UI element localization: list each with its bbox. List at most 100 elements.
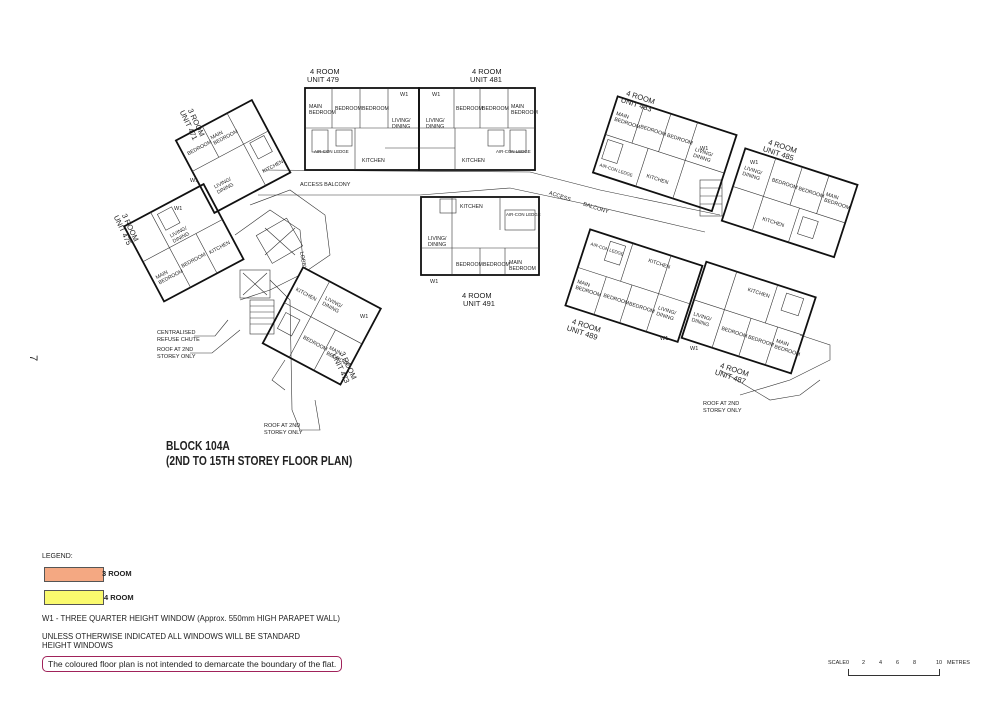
w1-label-b: W1 — [432, 92, 440, 98]
svg-text:MAIN: MAIN — [576, 279, 590, 289]
roof-note-a-line1: ROOF AT 2ND — [157, 347, 193, 353]
svg-text:AIR-CON LEDGE: AIR-CON LEDGE — [314, 149, 349, 154]
svg-text:KITCHEN: KITCHEN — [262, 159, 285, 175]
svg-text:BEDROOM: BEDROOM — [309, 110, 336, 116]
w1-label-h: W1 — [190, 178, 198, 184]
svg-text:KITCHEN: KITCHEN — [647, 258, 671, 271]
svg-text:BEDROOM: BEDROOM — [797, 186, 824, 200]
svg-text:DINING: DINING — [655, 311, 674, 322]
page-number: 7 — [27, 354, 40, 362]
svg-text:BEDROOM: BEDROOM — [302, 335, 328, 353]
unit-481-no: UNIT 481 — [470, 75, 502, 84]
svg-text:BEDROOM: BEDROOM — [181, 252, 207, 270]
svg-text:KITCHEN: KITCHEN — [761, 216, 785, 229]
lift-lobby-core — [239, 179, 723, 335]
unit-483-plan: MAIN BEDROOM BEDROOM BEDROOM LIVING/ DIN… — [591, 95, 738, 213]
svg-text:LIVING/: LIVING/ — [657, 305, 677, 317]
unit-487-plan: KITCHEN LIVING/ DINING BEDROOM BEDROOM M… — [680, 260, 817, 375]
svg-text:MAIN: MAIN — [210, 130, 224, 142]
svg-text:DINING: DINING — [691, 317, 710, 328]
svg-text:BEDROOM: BEDROOM — [771, 177, 798, 191]
svg-text:DINING: DINING — [428, 242, 446, 248]
svg-text:BEDROOM: BEDROOM — [362, 106, 389, 112]
legend-w1-note: W1 - THREE QUARTER HEIGHT WINDOW (Approx… — [42, 614, 340, 623]
unit-481-type: 4 ROOM — [472, 67, 502, 76]
svg-text:MAIN: MAIN — [511, 104, 524, 110]
lobby-label: LOBBY — [298, 251, 307, 270]
svg-text:MAIN: MAIN — [775, 338, 789, 348]
svg-text:KITCHEN: KITCHEN — [645, 173, 669, 186]
scale-label: SCALE — [828, 660, 847, 666]
legend-disclaimer: The coloured floor plan is not intended … — [42, 656, 343, 672]
unit-479-plan: MAIN BEDROOM BEDROOM BEDROOM LIVING/ DIN… — [304, 87, 420, 171]
svg-text:BEDROOM: BEDROOM — [509, 266, 536, 272]
svg-text:DINING: DINING — [426, 124, 444, 130]
svg-text:AIR-CON LEDGE: AIR-CON LEDGE — [590, 241, 625, 256]
svg-text:KITCHEN: KITCHEN — [362, 158, 385, 164]
svg-text:LIVING/: LIVING/ — [426, 118, 445, 124]
roof-note-b-line2: STOREY ONLY — [264, 430, 303, 436]
roof-note-a-line2: STOREY ONLY — [157, 354, 196, 360]
legend-heading: LEGEND: — [42, 553, 73, 560]
svg-text:MAIN: MAIN — [615, 111, 629, 121]
svg-text:LIVING/: LIVING/ — [428, 236, 447, 242]
scale-bar-line — [848, 669, 940, 676]
access-balcony-label: ACCESS BALCONY — [300, 182, 351, 188]
w1-label-i: W1 — [174, 206, 182, 212]
legend-swatch-4-room — [44, 590, 104, 605]
svg-text:BEDROOM: BEDROOM — [720, 326, 747, 340]
roof-note-c-line1: ROOF AT 2ND — [703, 401, 739, 407]
svg-text:DINING: DINING — [692, 153, 711, 164]
svg-text:BEDROOM: BEDROOM — [511, 110, 538, 116]
legend-label-3-room: 3 ROOM — [102, 569, 132, 578]
scale-unit: METRES — [947, 660, 970, 666]
unit-485-plan: LIVING/ DINING BEDROOM BEDROOM MAIN BEDR… — [720, 147, 859, 259]
svg-text:MAIN: MAIN — [155, 270, 169, 282]
svg-text:BEDROOM: BEDROOM — [666, 133, 693, 147]
svg-text:MAIN: MAIN — [328, 345, 342, 357]
svg-text:MAIN: MAIN — [825, 192, 839, 202]
unit-481-plan: LIVING/ DINING BEDROOM BEDROOM MAIN BEDR… — [418, 87, 538, 171]
svg-text:LIVING/: LIVING/ — [392, 118, 411, 124]
svg-text:BEDROOM: BEDROOM — [628, 301, 655, 315]
w1-label-a: W1 — [400, 92, 408, 98]
w1-label-g: W1 — [690, 346, 698, 352]
unit-labels: 4 ROOM UNIT 479 4 ROOM UNIT 481 4 ROOM U… — [112, 67, 798, 386]
svg-text:BEDROOM: BEDROOM — [482, 106, 509, 112]
svg-text:KITCHEN: KITCHEN — [460, 204, 483, 210]
svg-text:LIVING/: LIVING/ — [694, 147, 714, 159]
svg-text:DINING: DINING — [392, 124, 410, 130]
svg-text:KITCHEN: KITCHEN — [747, 287, 771, 300]
legend-label-4-room: 4 ROOM — [104, 593, 134, 602]
legend-windows-line2: HEIGHT WINDOWS — [42, 641, 113, 650]
scale-tick-10: 10 — [936, 660, 943, 666]
svg-text:DINING: DINING — [741, 171, 760, 182]
svg-text:LIVING/: LIVING/ — [743, 165, 763, 177]
w1-label-c: W1 — [430, 279, 438, 285]
svg-text:BEDROOM: BEDROOM — [456, 106, 483, 112]
legend-swatch-3-room — [44, 567, 104, 582]
svg-text:BEDROOM: BEDROOM — [186, 139, 212, 157]
unit-475-plan: LIVING/ DINING MAIN BEDROOM BEDROOM KITC… — [122, 182, 245, 303]
unit-479-type: 4 ROOM — [310, 67, 340, 76]
refuse-chute-line2: REFUSE CHUTE — [157, 337, 200, 343]
svg-text:AIR-CON LEDGE: AIR-CON LEDGE — [496, 149, 531, 154]
scale-tick-6: 6 — [896, 660, 900, 666]
w1-label-j: W1 — [360, 314, 368, 320]
w1-label-e: W1 — [750, 160, 758, 166]
balcony-label: BALCONY — [582, 202, 609, 216]
w1-label-d: W1 — [700, 146, 708, 152]
scale-tick-4: 4 — [879, 660, 883, 666]
svg-text:MAIN: MAIN — [309, 104, 322, 110]
block-title: BLOCK 104A — [166, 439, 230, 453]
svg-text:BEDROOM: BEDROOM — [335, 106, 362, 112]
w1-label-f: W1 — [660, 336, 668, 342]
svg-text:BEDROOM: BEDROOM — [483, 262, 510, 268]
svg-text:BEDROOM: BEDROOM — [747, 334, 774, 348]
unit-479-no: UNIT 479 — [307, 75, 339, 84]
svg-text:BEDROOM: BEDROOM — [639, 124, 666, 138]
svg-text:MAIN: MAIN — [509, 260, 522, 266]
access-label: ACCESS — [548, 190, 572, 203]
legend-windows-line1: UNLESS OTHERWISE INDICATED ALL WINDOWS W… — [42, 632, 301, 641]
